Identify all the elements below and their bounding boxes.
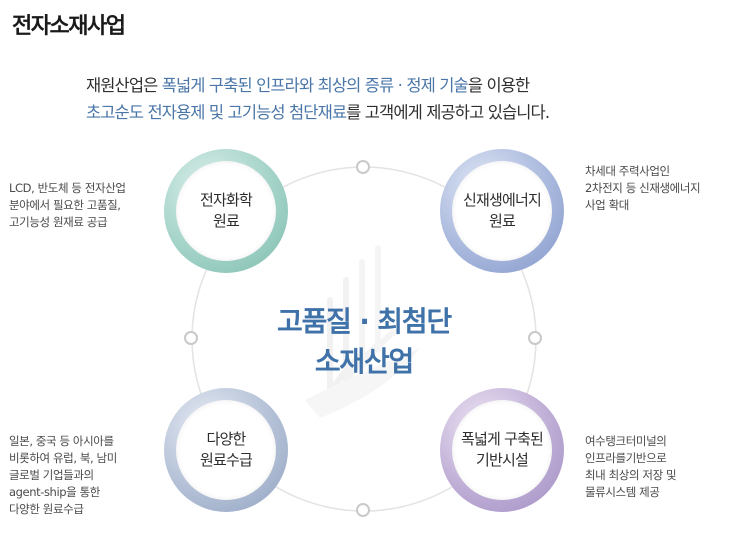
- segment-diverse-material-sourcing: 다양한 원료수급: [164, 388, 288, 512]
- segment-renewable-energy-materials-inner: 신재생에너지 원료: [452, 161, 552, 261]
- segment-label-line1: 전자화학: [199, 191, 253, 209]
- note-line: agent-ship을 통한: [9, 485, 100, 499]
- note-infrastructure: 여수탱크터미널의 인프라를기반으로 최내 최상의 저장 및 물류시스템 제공: [585, 433, 677, 501]
- center-title-line1: 고품질 · 최첨단: [277, 305, 452, 338]
- note-line: 다양한 원료수급: [9, 502, 84, 516]
- note-line: 여수탱크터미널의: [585, 434, 667, 448]
- segment-label-line2: 원료: [488, 212, 516, 230]
- connector-dot-top: [356, 160, 370, 174]
- note-line: 인프라를기반으로: [585, 451, 667, 465]
- note-line: 일본, 중국 등 아시아를: [9, 434, 114, 448]
- intro-paragraph: 재원산업은 폭넓게 구축된 인프라와 최상의 증류 · 정제 기술을 이용한 초…: [86, 72, 696, 126]
- note-line: LCD, 반도체 등 전자산업: [9, 181, 126, 195]
- note-line: 비롯하여 유럽, 북, 남미: [9, 451, 117, 465]
- note-line: 2차전지 등 신재생에너지: [585, 181, 701, 195]
- segment-label-line2: 원료수급: [199, 451, 253, 469]
- segment-renewable-energy-materials: 신재생에너지 원료: [440, 149, 564, 273]
- intro-line-1-highlight: 폭넓게 구축된 인프라와 최상의 증류 · 정제 기술: [161, 76, 469, 95]
- note-line: 사업 확대: [585, 198, 629, 212]
- segment-label-line2: 기반시설: [475, 451, 529, 469]
- note-line: 차세대 주력사업인: [585, 164, 670, 178]
- center-title-line2: 소재산업: [314, 345, 414, 378]
- intro-line-1: 재원산업은 폭넓게 구축된 인프라와 최상의 증류 · 정제 기술을 이용한: [86, 72, 696, 99]
- note-line: 고기능성 원재료 공급: [9, 215, 108, 229]
- note-diverse-material-sourcing: 일본, 중국 등 아시아를 비롯하여 유럽, 북, 남미 글로벌 기업들과의 a…: [9, 433, 117, 518]
- intro-line-2: 초고순도 전자용제 및 고기능성 첨단재료를 고객에게 제공하고 있습니다.: [86, 99, 696, 126]
- intro-line-1-part-1: 재원산업은: [86, 76, 162, 95]
- segment-diverse-material-sourcing-inner: 다양한 원료수급: [176, 400, 276, 500]
- connector-dot-right: [528, 331, 542, 345]
- segment-infrastructure-inner: 폭넓게 구축된 기반시설: [452, 400, 552, 500]
- center-title: 고품질 · 최첨단 소재산업: [219, 302, 509, 382]
- connector-dot-left: [184, 331, 198, 345]
- note-electronic-chemical-materials: LCD, 반도체 등 전자산업 분야에서 필요한 고품질, 고기능성 원재료 공…: [9, 180, 126, 231]
- segment-electronic-chemical-materials-inner: 전자화학 원료: [176, 161, 276, 261]
- note-line: 글로벌 기업들과의: [9, 468, 94, 482]
- segment-label-line1: 신재생에너지: [462, 191, 542, 209]
- note-renewable-energy-materials: 차세대 주력사업인 2차전지 등 신재생에너지 사업 확대: [585, 163, 701, 214]
- page-title: 전자소재사업: [12, 14, 126, 39]
- segment-label-line1: 다양한: [206, 430, 246, 448]
- segment-label-line1: 폭넓게 구축된: [461, 430, 544, 448]
- segment-label-line2: 원료: [212, 212, 240, 230]
- connector-dot-bottom: [356, 503, 370, 517]
- note-line: 분야에서 필요한 고품질,: [9, 198, 121, 212]
- intro-line-2-part-2: 를 고객에게 제공하고 있습니다.: [346, 103, 550, 122]
- intro-line-2-highlight: 초고순도 전자용제 및 고기능성 첨단재료: [86, 103, 347, 122]
- note-line: 물류시스템 제공: [585, 485, 660, 499]
- segment-infrastructure: 폭넓게 구축된 기반시설: [440, 388, 564, 512]
- intro-line-1-part-3: 을 이용한: [467, 76, 530, 95]
- segment-electronic-chemical-materials: 전자화학 원료: [164, 149, 288, 273]
- note-line: 최내 최상의 저장 및: [585, 468, 677, 482]
